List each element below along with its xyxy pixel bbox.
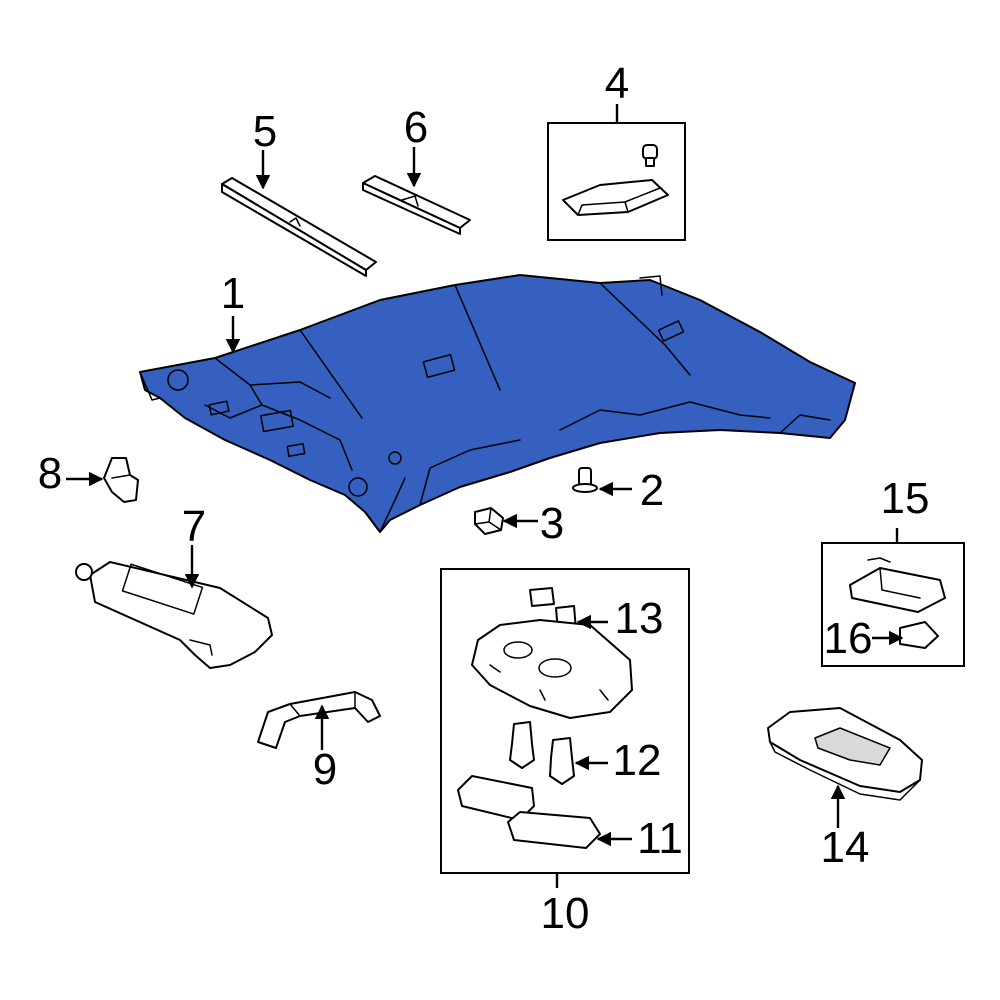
callout-labels: 1 2 3 4 5 6 7 8 9 10 11 12 13 14 15 16 (38, 59, 930, 938)
bulb-part-12[interactable] (509, 721, 575, 785)
clip-part-2[interactable] (572, 467, 598, 493)
callout-14: 14 (821, 823, 870, 872)
callout-1: 1 (221, 269, 245, 318)
lamp-housing[interactable] (471, 619, 633, 719)
pad-part-5[interactable] (221, 177, 377, 277)
callout-5: 5 (253, 107, 277, 156)
leader-lines (66, 104, 904, 888)
callout-7: 7 (182, 502, 206, 551)
part-10-box (440, 568, 690, 874)
callout-2: 2 (640, 466, 664, 515)
headliner-details (139, 275, 831, 533)
callout-6: 6 (404, 103, 428, 152)
retainer-part-3[interactable] (474, 507, 504, 535)
callout-9: 9 (313, 745, 337, 794)
visor-holder-part-8[interactable] (103, 457, 139, 503)
console-lamp-part-14[interactable] (767, 707, 923, 801)
part-15-box (821, 542, 965, 667)
bulb-part-16[interactable] (899, 621, 939, 649)
grab-handle-part-9[interactable] (257, 691, 381, 749)
lamp-unit-part-15[interactable] (849, 557, 946, 613)
callout-16: 16 (824, 614, 873, 663)
sun-visor-part-7[interactable] (75, 561, 273, 669)
part-4-box (547, 122, 686, 241)
headliner-part-1[interactable] (139, 274, 856, 533)
callout-11: 11 (637, 814, 683, 863)
callout-13: 13 (615, 594, 664, 643)
callout-3: 3 (540, 499, 564, 548)
bracket-part-4[interactable] (562, 144, 669, 216)
pad-part-6[interactable] (362, 175, 471, 235)
callout-10: 10 (541, 889, 590, 938)
callout-4: 4 (605, 59, 629, 108)
callout-8: 8 (38, 449, 62, 498)
headliner-shape (139, 274, 856, 533)
callout-15: 15 (881, 474, 930, 523)
lens-part-11[interactable] (457, 775, 601, 849)
callout-12: 12 (613, 736, 662, 785)
